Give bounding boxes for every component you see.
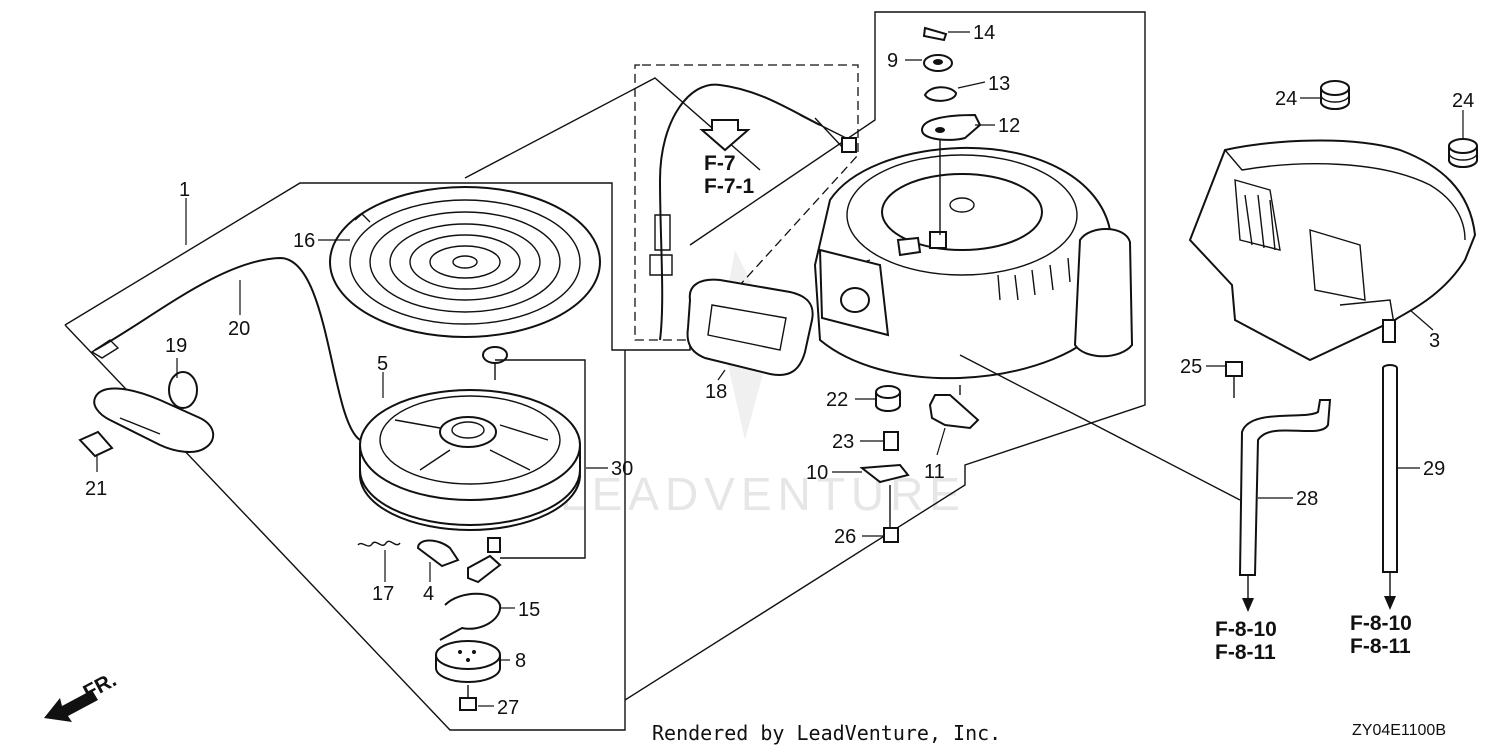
plate-10 (859, 463, 910, 484)
bolt-25 (1225, 361, 1243, 398)
ratchet-pin (487, 537, 501, 553)
callout-14: 14 (973, 22, 995, 44)
diagram-code: ZY04E1100B (1352, 722, 1446, 739)
starter-rope (94, 256, 361, 441)
friction-plate (435, 640, 501, 683)
callout-11: 11 (924, 461, 945, 483)
callout-29: 29 (1423, 458, 1445, 480)
callout-24-left: 24 (1275, 88, 1297, 110)
callout-10: 10 (806, 462, 828, 484)
spring-clip (439, 592, 502, 641)
cable-dashed-box (634, 64, 859, 341)
callout-3: 3 (1429, 330, 1440, 352)
assembly-outline-cover (624, 11, 1146, 701)
choke-cable (649, 83, 857, 341)
reference-arrow-f7 (699, 119, 751, 152)
ref-f7-1[interactable]: F-7-1 (704, 175, 754, 198)
callout-27: 27 (497, 697, 519, 719)
callout-12: 12 (998, 115, 1020, 137)
fan-cover (1188, 139, 1477, 362)
callout-25: 25 (1180, 356, 1202, 378)
callout-1: 1 (179, 179, 190, 201)
callout-16: 16 (293, 230, 315, 252)
pin-14 (922, 26, 948, 42)
ref-f7[interactable]: F-7 (704, 152, 736, 175)
callout-9: 9 (887, 50, 898, 72)
front-direction-arrow: FR. (44, 668, 120, 722)
arrow-28-head (1242, 598, 1254, 612)
plate-bolt (459, 685, 477, 711)
callout-26: 26 (834, 526, 856, 548)
callout-18: 18 (705, 381, 727, 403)
washer-9 (923, 54, 953, 72)
bolt-26 (883, 485, 899, 543)
grommet-24-right (1448, 138, 1478, 168)
leader-lines (96, 31, 1464, 707)
grommet-24-left (1320, 80, 1350, 110)
friction-spring (416, 539, 460, 568)
ref-right-f8-11[interactable]: F-8-11 (1350, 635, 1411, 658)
callout-23: 23 (832, 431, 854, 453)
callout-15: 15 (518, 599, 540, 621)
bracket-30 (495, 359, 586, 559)
footer-credit: Rendered by LeadVenture, Inc. (652, 721, 1001, 745)
callout-8: 8 (515, 650, 526, 672)
recoil-spring (329, 186, 601, 338)
recoil-reel (359, 389, 581, 531)
tube-28 (1238, 399, 1332, 576)
collar-22 (875, 385, 901, 412)
callout-24-right: 24 (1452, 90, 1474, 112)
callout-17: 17 (372, 583, 394, 605)
callout-19: 19 (165, 335, 187, 357)
arrow-29-head (1384, 596, 1396, 610)
lever-11 (928, 394, 980, 430)
rope-end (90, 339, 120, 359)
callout-21: 21 (85, 478, 107, 500)
assembly-outline-1b (64, 324, 626, 731)
reel-bolt (482, 346, 508, 380)
callout-13: 13 (988, 73, 1010, 95)
recoil-cover (813, 146, 1134, 380)
lever-12 (920, 113, 982, 141)
gasket-18 (686, 278, 814, 376)
callout-5: 5 (377, 353, 388, 375)
callout-30: 30 (611, 458, 633, 480)
connection-line (959, 354, 1241, 501)
bush-23 (883, 431, 899, 451)
ref-left-f8-10[interactable]: F-8-10 (1215, 618, 1277, 641)
tube-29 (1382, 364, 1398, 573)
spring-13 (923, 86, 958, 102)
ratchet (467, 554, 502, 584)
callout-28: 28 (1296, 488, 1318, 510)
ref-right-f8-10[interactable]: F-8-10 (1350, 612, 1412, 635)
callout-20: 20 (228, 318, 250, 340)
ref-left-f8-11[interactable]: F-8-11 (1215, 641, 1276, 664)
callout-22: 22 (826, 389, 848, 411)
grip-insert (78, 430, 114, 458)
ratchet-spring (357, 540, 401, 547)
callout-4: 4 (423, 583, 434, 605)
starter-grip (93, 371, 215, 453)
